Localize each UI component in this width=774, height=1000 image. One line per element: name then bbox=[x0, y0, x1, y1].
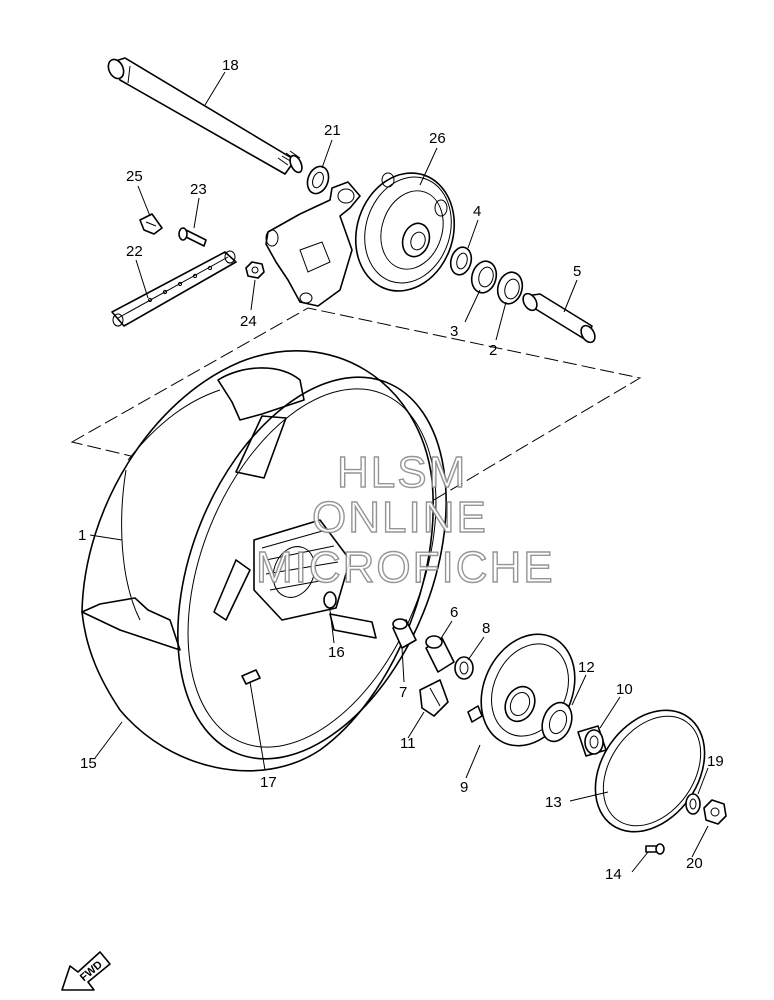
callout-16: 16 bbox=[328, 644, 345, 661]
callout-26: 26 bbox=[429, 130, 446, 147]
callout-5: 5 bbox=[573, 263, 581, 280]
part-oil-seal[interactable] bbox=[448, 245, 475, 277]
part-balance-weight[interactable] bbox=[241, 669, 261, 685]
part-spacer[interactable] bbox=[520, 291, 597, 345]
watermark-line-3: MICROFICHE bbox=[256, 543, 555, 592]
part-washer[interactable] bbox=[454, 656, 474, 680]
callout-3: 3 bbox=[450, 323, 458, 340]
callout-24: 24 bbox=[240, 313, 257, 330]
part-screw[interactable] bbox=[645, 843, 665, 855]
part-clip[interactable] bbox=[139, 213, 163, 235]
part-axle[interactable] bbox=[105, 57, 304, 175]
part-axle-washer[interactable] bbox=[685, 793, 701, 815]
callout-10: 10 bbox=[616, 681, 633, 698]
callout-15: 15 bbox=[80, 755, 97, 772]
part-sprocket-hub[interactable] bbox=[464, 619, 593, 761]
callout-12: 12 bbox=[578, 659, 595, 676]
part-torque-arm[interactable] bbox=[111, 250, 237, 327]
callout-6: 6 bbox=[450, 604, 458, 621]
watermark-line-2: ONLINE bbox=[312, 493, 488, 542]
fwd-arrow-icon: FWD bbox=[61, 951, 111, 991]
callout-2: 2 bbox=[489, 342, 497, 359]
callout-20: 20 bbox=[686, 855, 703, 872]
part-valve[interactable] bbox=[323, 591, 337, 609]
callout-21: 21 bbox=[324, 122, 341, 139]
callout-19: 19 bbox=[707, 753, 724, 770]
part-hub-bearing[interactable] bbox=[577, 725, 607, 757]
callouts: 18 21 26 4 5 3 2 25 23 22 24 1 15 16 17 … bbox=[78, 57, 724, 883]
callout-18: 18 bbox=[222, 57, 239, 74]
part-damper[interactable] bbox=[419, 679, 449, 717]
part-bearing-right[interactable] bbox=[494, 269, 525, 306]
callout-11: 11 bbox=[400, 735, 416, 752]
callout-14: 14 bbox=[605, 866, 622, 883]
part-brake-caliper-bracket[interactable] bbox=[265, 181, 361, 307]
watermark: HLSM ONLINE MICROFICHE bbox=[255, 447, 555, 592]
callout-4: 4 bbox=[473, 203, 481, 220]
callout-22: 22 bbox=[126, 243, 143, 260]
part-axle-nut[interactable] bbox=[703, 799, 727, 825]
callout-8: 8 bbox=[482, 620, 490, 637]
callout-9: 9 bbox=[460, 779, 468, 796]
part-collar[interactable] bbox=[304, 163, 332, 196]
part-cover-ring[interactable] bbox=[573, 689, 727, 852]
callout-17: 17 bbox=[260, 774, 277, 791]
callout-13: 13 bbox=[545, 794, 562, 811]
part-brake-disc-hub[interactable] bbox=[341, 160, 469, 304]
callout-25: 25 bbox=[126, 168, 143, 185]
callout-1: 1 bbox=[78, 527, 86, 544]
watermark-line-1: HLSM bbox=[337, 448, 467, 497]
callout-23: 23 bbox=[190, 181, 207, 198]
part-collar-hub[interactable] bbox=[425, 635, 455, 673]
callout-7: 7 bbox=[399, 684, 407, 701]
leader-lines bbox=[89, 71, 709, 873]
part-hub-oil-seal[interactable] bbox=[537, 698, 577, 745]
part-spacer-collar[interactable] bbox=[392, 618, 417, 649]
part-nut-torque-arm[interactable] bbox=[245, 261, 265, 279]
part-bolt[interactable] bbox=[178, 227, 207, 247]
part-bearing-left[interactable] bbox=[468, 258, 499, 295]
